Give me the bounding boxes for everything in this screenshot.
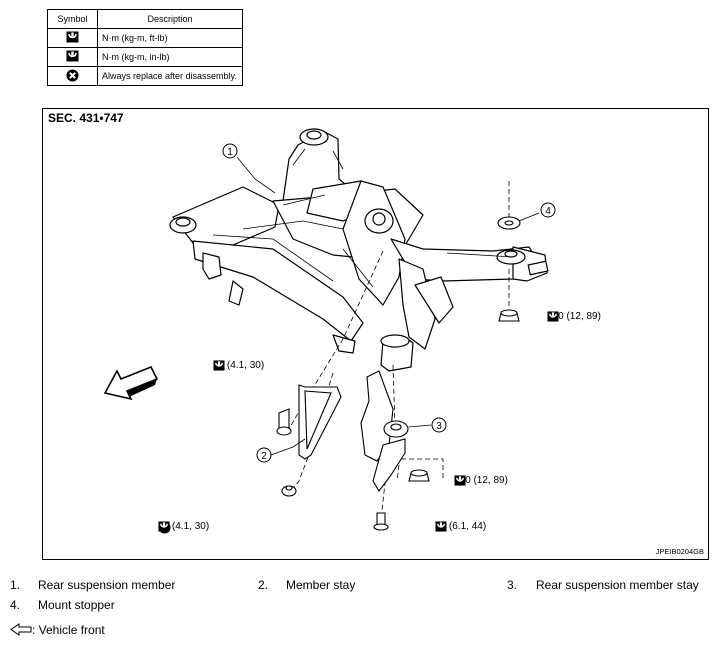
torque-label-front-nut: 120 (12, 89) [454, 475, 508, 486]
stay-bracket [372, 438, 406, 492]
callout-number: 2 [261, 451, 267, 462]
torque-wrench-icon [454, 475, 466, 486]
torque-wrench-small-icon [66, 50, 79, 62]
callout-4: 4 [540, 202, 556, 218]
part-name: Rear suspension member [38, 578, 176, 592]
part-number: 1. [10, 578, 21, 592]
figure-code: JPEIB0204GB [655, 547, 704, 556]
legend-header-description: Description [97, 9, 243, 29]
always-replace-icon [66, 69, 79, 81]
torque-wrench-icon [435, 521, 447, 532]
torque-wrench-icon [66, 31, 79, 43]
right-tower [342, 180, 406, 306]
torque-label-rear-nut: 120 (12, 89) [547, 311, 601, 322]
torque-label-front-bolt: 60 (6.1, 44) [435, 521, 486, 532]
legend-header-symbol: Symbol [47, 9, 98, 29]
vehicle-front-arrow [103, 365, 159, 401]
part-name: Mount stopper [38, 598, 115, 612]
legend-row-text: Always replace after disassembly. [97, 66, 243, 86]
callout-3: 3 [431, 417, 447, 433]
legend-row-text: N·m (kg-m, ft-lb) [97, 28, 243, 48]
callout-1: 1 [222, 143, 238, 159]
torque-value: 40 (4.1, 30) [213, 360, 265, 371]
part-number: 3. [507, 578, 518, 592]
exploded-view-figure: SEC. 431•747 [42, 108, 709, 560]
torque-label-stay-bolt-lower: 40 (4.1, 30) [158, 521, 210, 534]
torque-value: 120 (12, 89) [454, 475, 508, 486]
torque-wrench-icon [547, 311, 559, 322]
part-number: 2. [258, 578, 269, 592]
torque-label-stay-bolt-upper: 40 (4.1, 30) [213, 360, 264, 371]
part-name: Member stay [286, 578, 356, 592]
callout-2: 2 [256, 447, 272, 463]
callout-number: 4 [545, 206, 551, 217]
symbol-legend-table: Symbol Description N·m (kg-m, ft-lb) N·m… [47, 9, 243, 86]
part-name: Rear suspension member stay [536, 578, 699, 592]
callout-number: 3 [436, 421, 442, 432]
torque-wrench-icon [158, 521, 170, 532]
part-number: 4. [10, 598, 21, 612]
callout-number: 1 [227, 147, 233, 158]
left-arm [172, 186, 280, 246]
torque-value: 60 (6.1, 44) [435, 521, 487, 532]
vehicle-front-legend: : Vehicle front [10, 623, 105, 637]
member-stay-part [298, 384, 342, 460]
torque-wrench-icon [213, 360, 225, 371]
vehicle-front-arrow-icon [10, 623, 32, 636]
vehicle-front-text: : Vehicle front [32, 623, 105, 637]
torque-value: 40 (4.1, 30) [158, 521, 210, 532]
legend-row-text: N·m (kg-m, in-lb) [97, 47, 243, 67]
section-label: SEC. 431•747 [48, 111, 124, 125]
suspension-drawing: 1 2 3 4 [103, 128, 556, 531]
torque-value: 120 (12, 89) [547, 311, 601, 322]
